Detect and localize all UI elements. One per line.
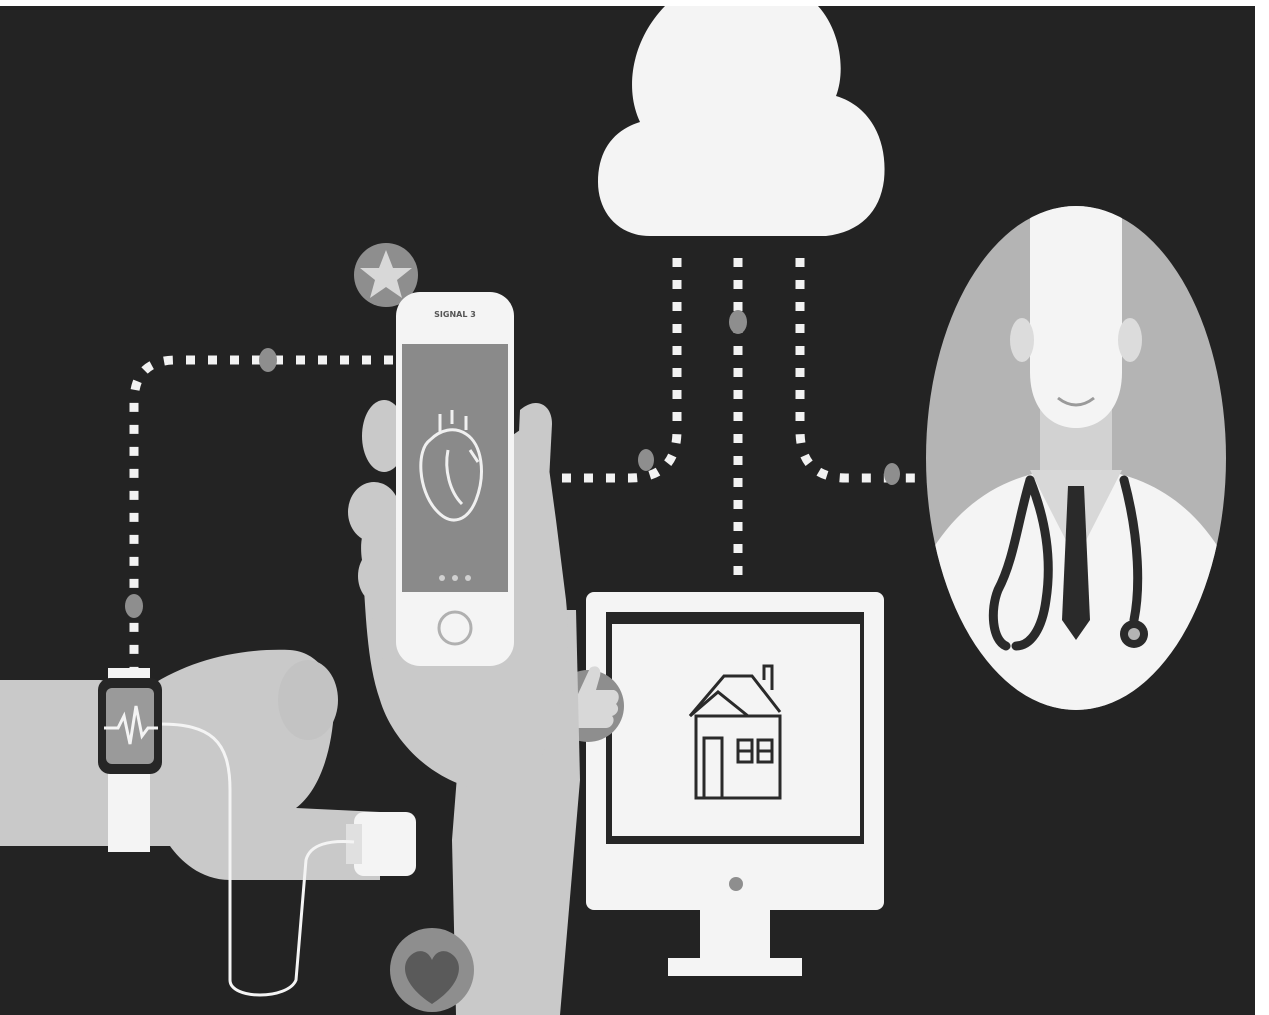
smartphone-icon: SIGNAL 3 [396,292,514,666]
phone-carrier-text: SIGNAL 3 [434,310,476,319]
heart-badge-icon [390,928,474,1012]
smartwatch-icon [98,678,162,774]
